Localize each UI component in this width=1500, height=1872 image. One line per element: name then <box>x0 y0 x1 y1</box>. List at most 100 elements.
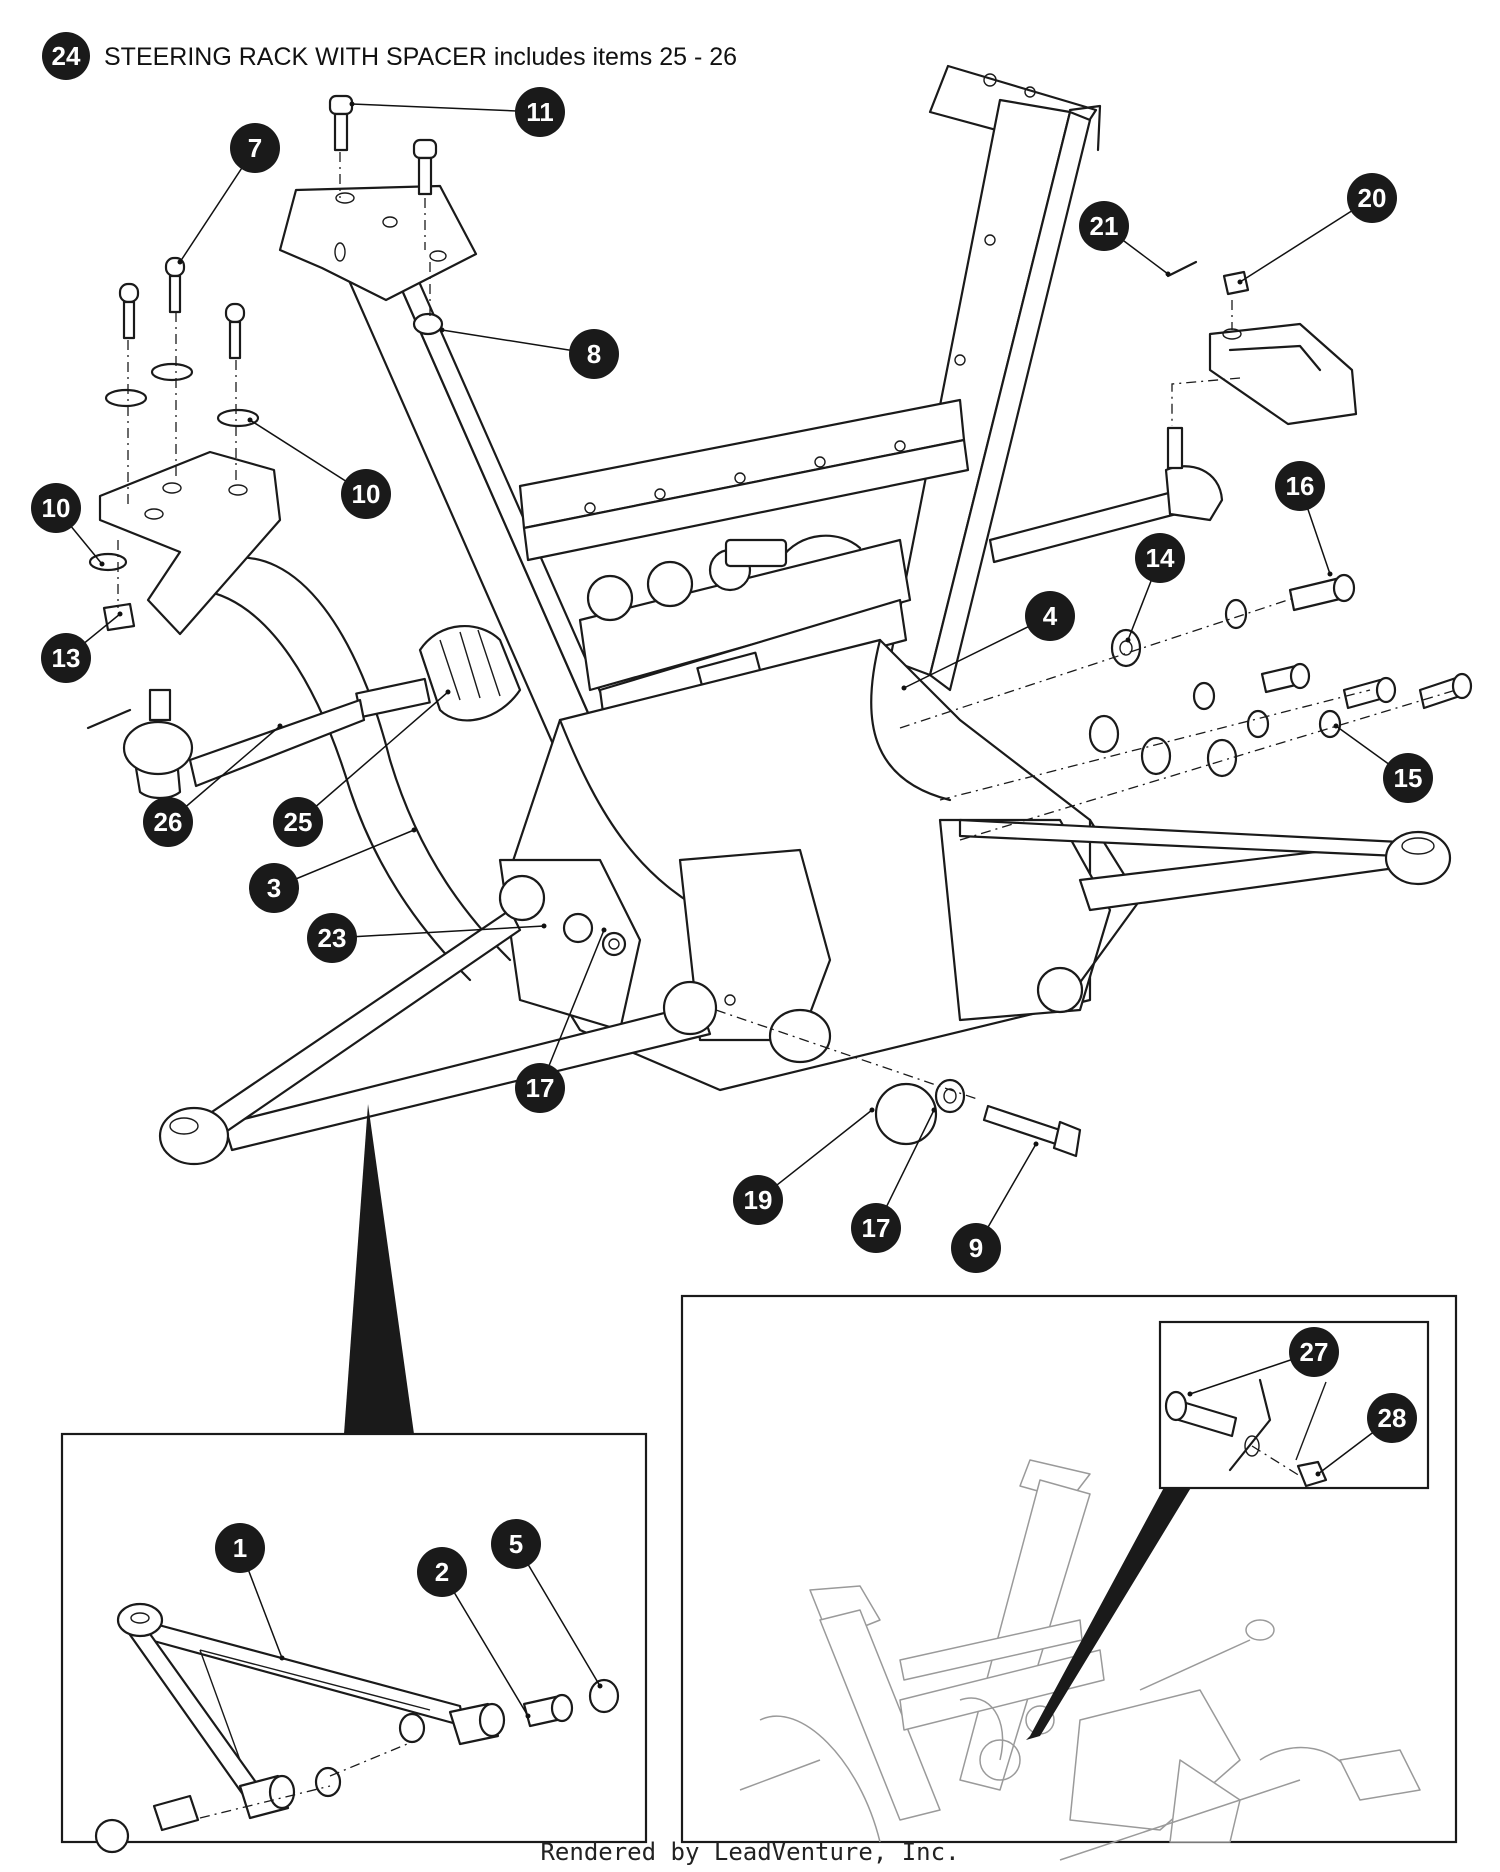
callout-17: 17 <box>851 1107 937 1253</box>
callout-badge <box>230 123 280 173</box>
callout-number: 23 <box>318 923 347 953</box>
callout-leader-dot <box>1187 1391 1193 1397</box>
callout-leader-dot <box>277 723 283 729</box>
callout-leader-line <box>441 1571 529 1717</box>
callout-10: 10 <box>247 417 391 519</box>
callout-number: 1 <box>233 1533 247 1563</box>
steering-frame-assembly <box>86 64 1473 1166</box>
callout-leader-line <box>273 829 415 889</box>
callout-badge <box>215 1523 265 1573</box>
callout-19: 19 <box>733 1107 875 1225</box>
callout-badge <box>41 633 91 683</box>
callout-badge <box>1347 173 1397 223</box>
callout-leader-dot <box>117 611 123 617</box>
callout-23: 23 <box>307 913 547 963</box>
callout-badge <box>515 1063 565 1113</box>
callout-badge <box>143 797 193 847</box>
callout-21: 21 <box>1079 201 1171 277</box>
callout-2: 2 <box>417 1547 531 1719</box>
callout-17: 17 <box>515 927 607 1113</box>
callout-number: 11 <box>526 97 554 127</box>
callout-number: 4 <box>1043 601 1058 631</box>
callout-badge <box>951 1223 1001 1273</box>
callout-leader-line <box>297 691 449 823</box>
callout-badge <box>1383 753 1433 803</box>
callout-number: 28 <box>1378 1403 1407 1433</box>
callout-number: 15 <box>1394 763 1423 793</box>
inset-overview <box>680 1294 1458 1861</box>
callout-badge <box>273 797 323 847</box>
callout-leader-line <box>515 1543 601 1687</box>
callout-number: 7 <box>248 133 262 163</box>
callout-leader-dot <box>1125 637 1131 643</box>
callout-badge <box>733 1175 783 1225</box>
callout-number: 20 <box>1358 183 1387 213</box>
callout-leader-dot <box>1315 1471 1321 1477</box>
callout-9: 9 <box>951 1141 1039 1273</box>
callout-leader-dot <box>1327 571 1333 577</box>
callout-28: 28 <box>1315 1393 1417 1477</box>
callout-badge <box>31 483 81 533</box>
callout-10: 10 <box>31 483 105 567</box>
inset-a-arm <box>60 1104 648 1854</box>
callout-3: 3 <box>249 827 417 913</box>
callout-number: 16 <box>1286 471 1315 501</box>
callout-leader-line <box>903 615 1051 689</box>
callout-leader-line <box>539 929 605 1089</box>
callout-26: 26 <box>143 723 283 847</box>
callout-number: 10 <box>42 493 71 523</box>
callout-number: 26 <box>154 807 183 837</box>
callout-8: 8 <box>439 327 619 379</box>
callout-number: 17 <box>862 1213 891 1243</box>
callout-number: 5 <box>509 1529 523 1559</box>
header-badge-number: 24 <box>52 41 81 71</box>
callout-leader-line <box>1239 197 1373 283</box>
callout-16: 16 <box>1275 461 1333 577</box>
callout-badge <box>1135 533 1185 583</box>
callout-badge <box>1289 1327 1339 1377</box>
callout-leader-dot <box>525 1713 531 1719</box>
callout-1: 1 <box>215 1523 285 1661</box>
callout-number: 27 <box>1300 1337 1329 1367</box>
callout-leader-dot <box>1333 723 1339 729</box>
callout-14: 14 <box>1125 533 1185 643</box>
inset-pointer-left <box>344 1104 414 1434</box>
callout-7: 7 <box>177 123 280 265</box>
callout-number: 13 <box>52 643 81 673</box>
callout-leader-dot <box>279 1655 285 1661</box>
callout-20: 20 <box>1237 173 1397 285</box>
callout-27: 27 <box>1187 1327 1339 1397</box>
callout-leader-dot <box>1033 1141 1039 1147</box>
callout-25: 25 <box>273 689 451 847</box>
inset-pointer-right <box>1026 1480 1192 1740</box>
callout-badge <box>249 863 299 913</box>
callout-leader-dot <box>1237 279 1243 285</box>
callout-leader-dot <box>247 417 253 423</box>
callout-leader-dot <box>601 927 607 933</box>
bolt-group-11 <box>328 94 444 336</box>
header-caption-text: STEERING RACK WITH SPACER includes items… <box>104 43 737 71</box>
callout-badge <box>491 1519 541 1569</box>
callout-number: 17 <box>526 1073 555 1103</box>
callout-badge <box>1025 591 1075 641</box>
callout-number: 21 <box>1090 211 1119 241</box>
footer-credit: Rendered by LeadVenture, Inc. <box>540 1838 960 1866</box>
callout-number: 10 <box>352 479 381 509</box>
callout-leader-dot <box>931 1107 937 1113</box>
callout-leader-line <box>331 925 545 939</box>
callout-leader-dot <box>1165 271 1171 277</box>
callout-leader-dot <box>597 1683 603 1689</box>
callout-badge <box>1079 201 1129 251</box>
callout-11: 11 <box>349 87 565 137</box>
callout-number: 9 <box>969 1233 983 1263</box>
callout-badge <box>1367 1393 1417 1443</box>
callout-13: 13 <box>41 611 123 683</box>
callout-badge <box>417 1547 467 1597</box>
callout-number: 8 <box>587 339 601 369</box>
callout-badge <box>1275 461 1325 511</box>
callout-badge <box>569 329 619 379</box>
callout-leader-dot <box>901 685 907 691</box>
callout-number: 2 <box>435 1557 449 1587</box>
callout-4: 4 <box>901 591 1075 691</box>
